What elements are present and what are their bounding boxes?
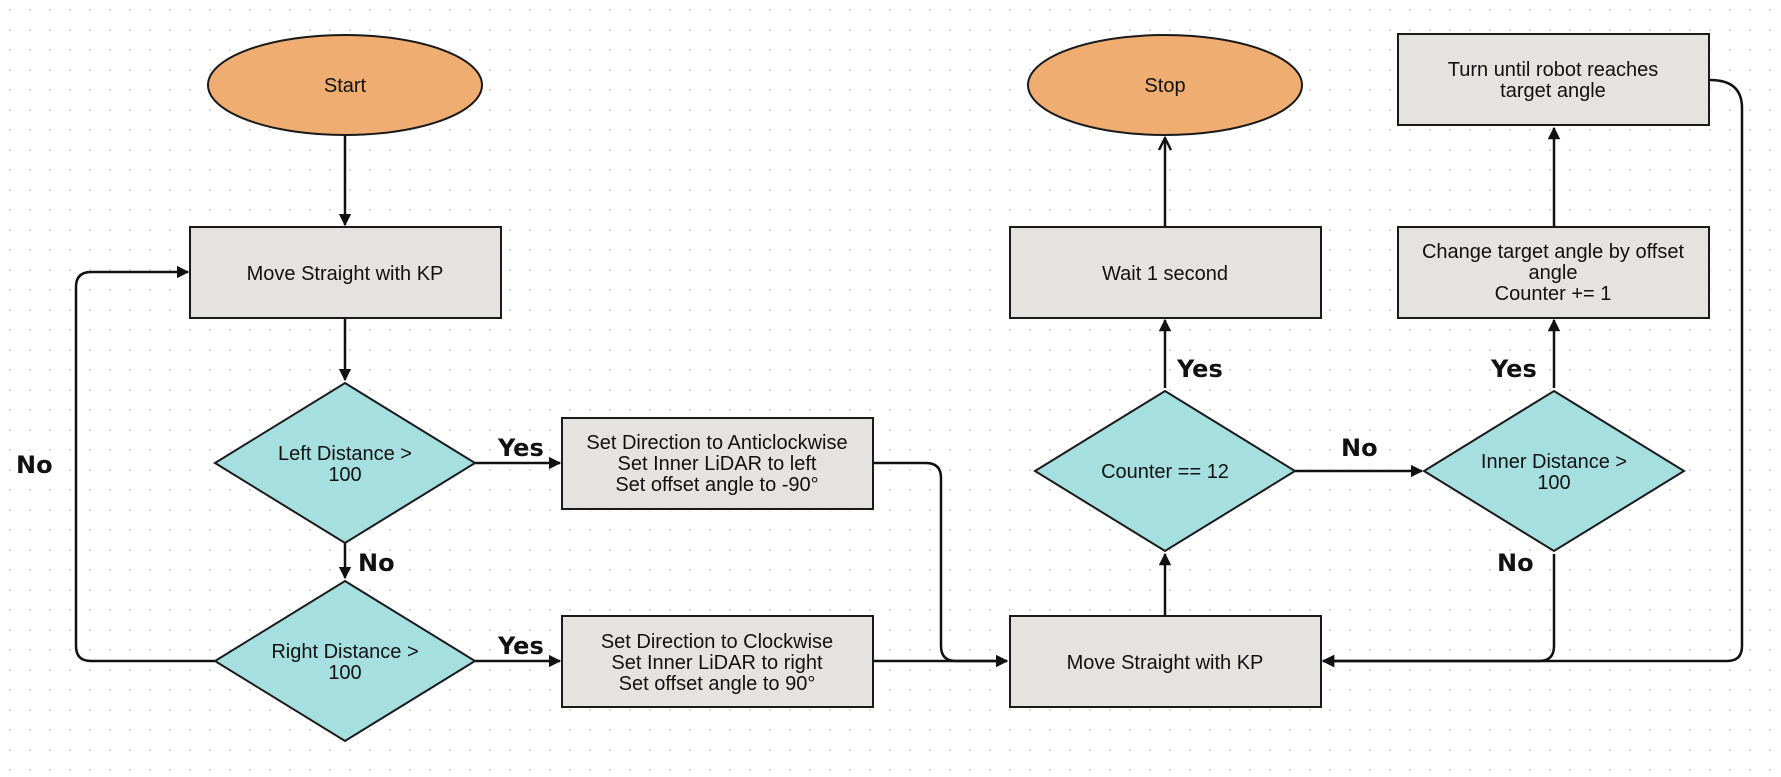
edge-label-counter-yes: Yes xyxy=(1176,355,1223,383)
set-clockwise-line3: Set offset angle to 90° xyxy=(619,673,816,695)
wait-label: Wait 1 second xyxy=(1102,263,1228,285)
stop-label: Stop xyxy=(1144,75,1185,97)
set-anticlockwise-line2: Set Inner LiDAR to left xyxy=(618,453,817,475)
edge-label-right-yes: Yes xyxy=(497,632,544,660)
edge-label-left-yes: Yes xyxy=(497,434,544,462)
edge-label-loop-no: No xyxy=(16,451,53,479)
edge-label-inner-yes: Yes xyxy=(1490,355,1537,383)
wait-node: Wait 1 second xyxy=(1009,226,1322,319)
turn-until-node: Turn until robot reaches target angle xyxy=(1397,33,1710,126)
move-straight-node-2: Move Straight with KP xyxy=(1009,615,1322,708)
right-distance-decision: Right Distance > 100 xyxy=(213,579,477,743)
set-anticlockwise-line3: Set offset angle to -90° xyxy=(615,474,818,496)
stop-node: Stop xyxy=(1027,34,1303,136)
turn-until-line1: Turn until robot reaches xyxy=(1448,59,1658,81)
counter-decision: Counter == 12 xyxy=(1033,389,1297,553)
change-target-line3: Counter += 1 xyxy=(1495,283,1612,305)
set-clockwise-line2: Set Inner LiDAR to right xyxy=(611,652,823,674)
change-target-line1: Change target angle by offset xyxy=(1422,241,1684,263)
counter-label: Counter == 12 xyxy=(1101,461,1229,483)
inner-distance-label-line2: 100 xyxy=(1537,472,1570,494)
connectors xyxy=(74,78,1744,668)
left-distance-label-line1: Left Distance > xyxy=(278,443,412,465)
set-clockwise-line1: Set Direction to Clockwise xyxy=(601,631,833,653)
edge-label-left-no: No xyxy=(358,549,395,577)
right-distance-label-line1: Right Distance > xyxy=(271,641,418,663)
set-anticlockwise-node: Set Direction to Anticlockwise Set Inner… xyxy=(561,417,874,510)
turn-until-line2: target angle xyxy=(1500,80,1606,102)
connector-turn-to-move2 xyxy=(1321,78,1744,668)
move-straight-2-label: Move Straight with KP xyxy=(1067,652,1264,674)
edge-label-counter-no: No xyxy=(1341,434,1378,462)
inner-distance-decision: Inner Distance > 100 xyxy=(1422,389,1686,553)
edge-labels: No Yes No Yes Yes No Yes No xyxy=(16,355,1537,660)
move-straight-1-label: Move Straight with KP xyxy=(247,263,444,285)
change-target-node: Change target angle by offset angle Coun… xyxy=(1397,226,1710,319)
connector-right-no-loop xyxy=(74,265,215,663)
right-distance-label-line2: 100 xyxy=(328,662,361,684)
start-label: Start xyxy=(324,75,367,97)
start-node: Start xyxy=(207,34,483,136)
left-distance-label-line2: 100 xyxy=(328,464,361,486)
edge-label-inner-no: No xyxy=(1497,549,1534,577)
inner-distance-label-line1: Inner Distance > xyxy=(1481,451,1627,473)
connector-anticlockwise-to-move2 xyxy=(873,461,1009,668)
change-target-line2: angle xyxy=(1529,262,1578,284)
set-anticlockwise-line1: Set Direction to Anticlockwise xyxy=(586,432,847,454)
set-clockwise-node: Set Direction to Clockwise Set Inner LiD… xyxy=(561,615,874,708)
left-distance-decision: Left Distance > 100 xyxy=(213,381,477,545)
move-straight-node-1: Move Straight with KP xyxy=(189,226,502,319)
